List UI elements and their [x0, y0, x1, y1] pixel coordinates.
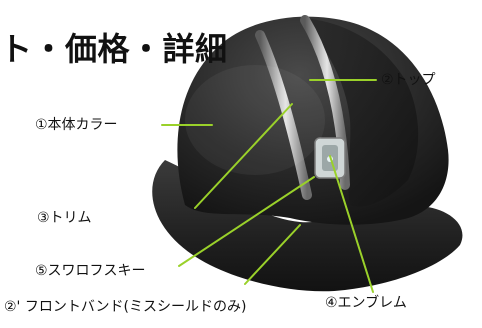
- label-top: ②トップ: [381, 72, 436, 88]
- label-body-color: ①本体カラー: [35, 117, 118, 133]
- label-swarovski: ⑤スワロフスキー: [35, 263, 146, 279]
- label-front-band: ②' フロントバンド(ミスシールドのみ): [4, 299, 247, 315]
- label-emblem: ④エンブレム: [325, 295, 407, 311]
- label-trim: ③トリム: [37, 210, 92, 226]
- page-title: ト・価格・詳細: [0, 30, 228, 68]
- helmet-top-panel: [300, 18, 419, 207]
- helmet-highlight: [185, 65, 325, 175]
- helmet-emblem-dot: [327, 156, 333, 162]
